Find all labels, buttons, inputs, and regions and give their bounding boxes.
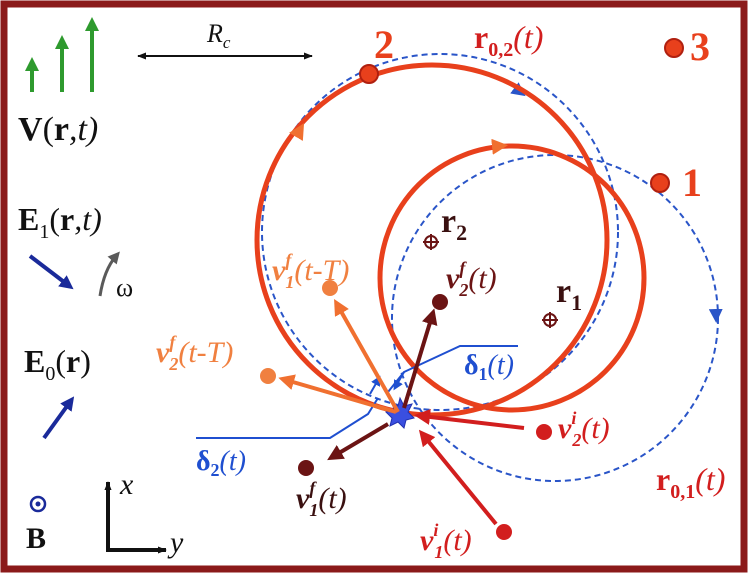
v2f-dot xyxy=(432,294,448,310)
rc-label: Rc xyxy=(206,19,231,52)
e0-field-label: E0(r) xyxy=(24,343,91,385)
delta2-label: δ2(t) xyxy=(196,446,246,480)
particle-3-dot xyxy=(664,38,684,58)
orbit-r02-label: r0,2(t) xyxy=(474,19,543,61)
particle-1-label: 1 xyxy=(682,160,702,205)
delta2-tick xyxy=(369,375,381,395)
orbit-r02 xyxy=(254,62,610,418)
v1f-tminusT-dot xyxy=(322,280,338,296)
omega-rotation-arrow xyxy=(98,251,120,297)
dashed-orbit-1-arrow xyxy=(708,308,723,323)
center-r1-label: r1 xyxy=(556,273,582,315)
center-r1-marker xyxy=(542,312,558,328)
v2f-tminusT-dot xyxy=(260,368,276,384)
v1f-arrow xyxy=(327,422,390,461)
v1i-dot xyxy=(496,524,512,540)
v2f-tminusT-arrow xyxy=(278,374,397,414)
orbit-r01-label: r0,1(t) xyxy=(656,461,725,503)
b-outer-circle xyxy=(29,495,47,513)
velocity-field-label: V(r,t) xyxy=(18,111,98,148)
e1-field-label: E1(r,t) xyxy=(18,201,102,243)
b-field-symbol xyxy=(29,495,47,513)
y-axis-label: y xyxy=(167,526,184,559)
v2i-dot xyxy=(536,424,552,440)
orbit-r01 xyxy=(377,143,647,413)
center-r2-label: r2 xyxy=(441,203,467,245)
v1i-arrow xyxy=(418,429,498,526)
e1-arrow xyxy=(28,254,74,290)
particle-2-dot xyxy=(359,64,379,84)
delta1-tick xyxy=(393,371,405,391)
velocity-field-arrows xyxy=(25,17,99,92)
omega-label: ω xyxy=(116,273,133,302)
v2f-arrow xyxy=(402,308,438,409)
b-dot xyxy=(35,501,41,507)
x-axis-label: x xyxy=(119,468,134,501)
b-label: B xyxy=(26,522,46,555)
v1f-tminusT-arrow xyxy=(334,299,400,413)
e0-arrow xyxy=(42,396,75,440)
dashed-orbit-2 xyxy=(261,53,619,411)
center-r2-marker xyxy=(423,234,439,250)
v1f-dot xyxy=(298,460,314,476)
particle-3-label: 3 xyxy=(690,24,710,69)
particle-1-dot xyxy=(650,173,670,193)
v2i-arrow xyxy=(414,408,525,430)
delta1-label: δ1(t) xyxy=(464,350,514,384)
particle-2-label: 2 xyxy=(374,22,394,67)
delta2-leader xyxy=(196,397,379,439)
